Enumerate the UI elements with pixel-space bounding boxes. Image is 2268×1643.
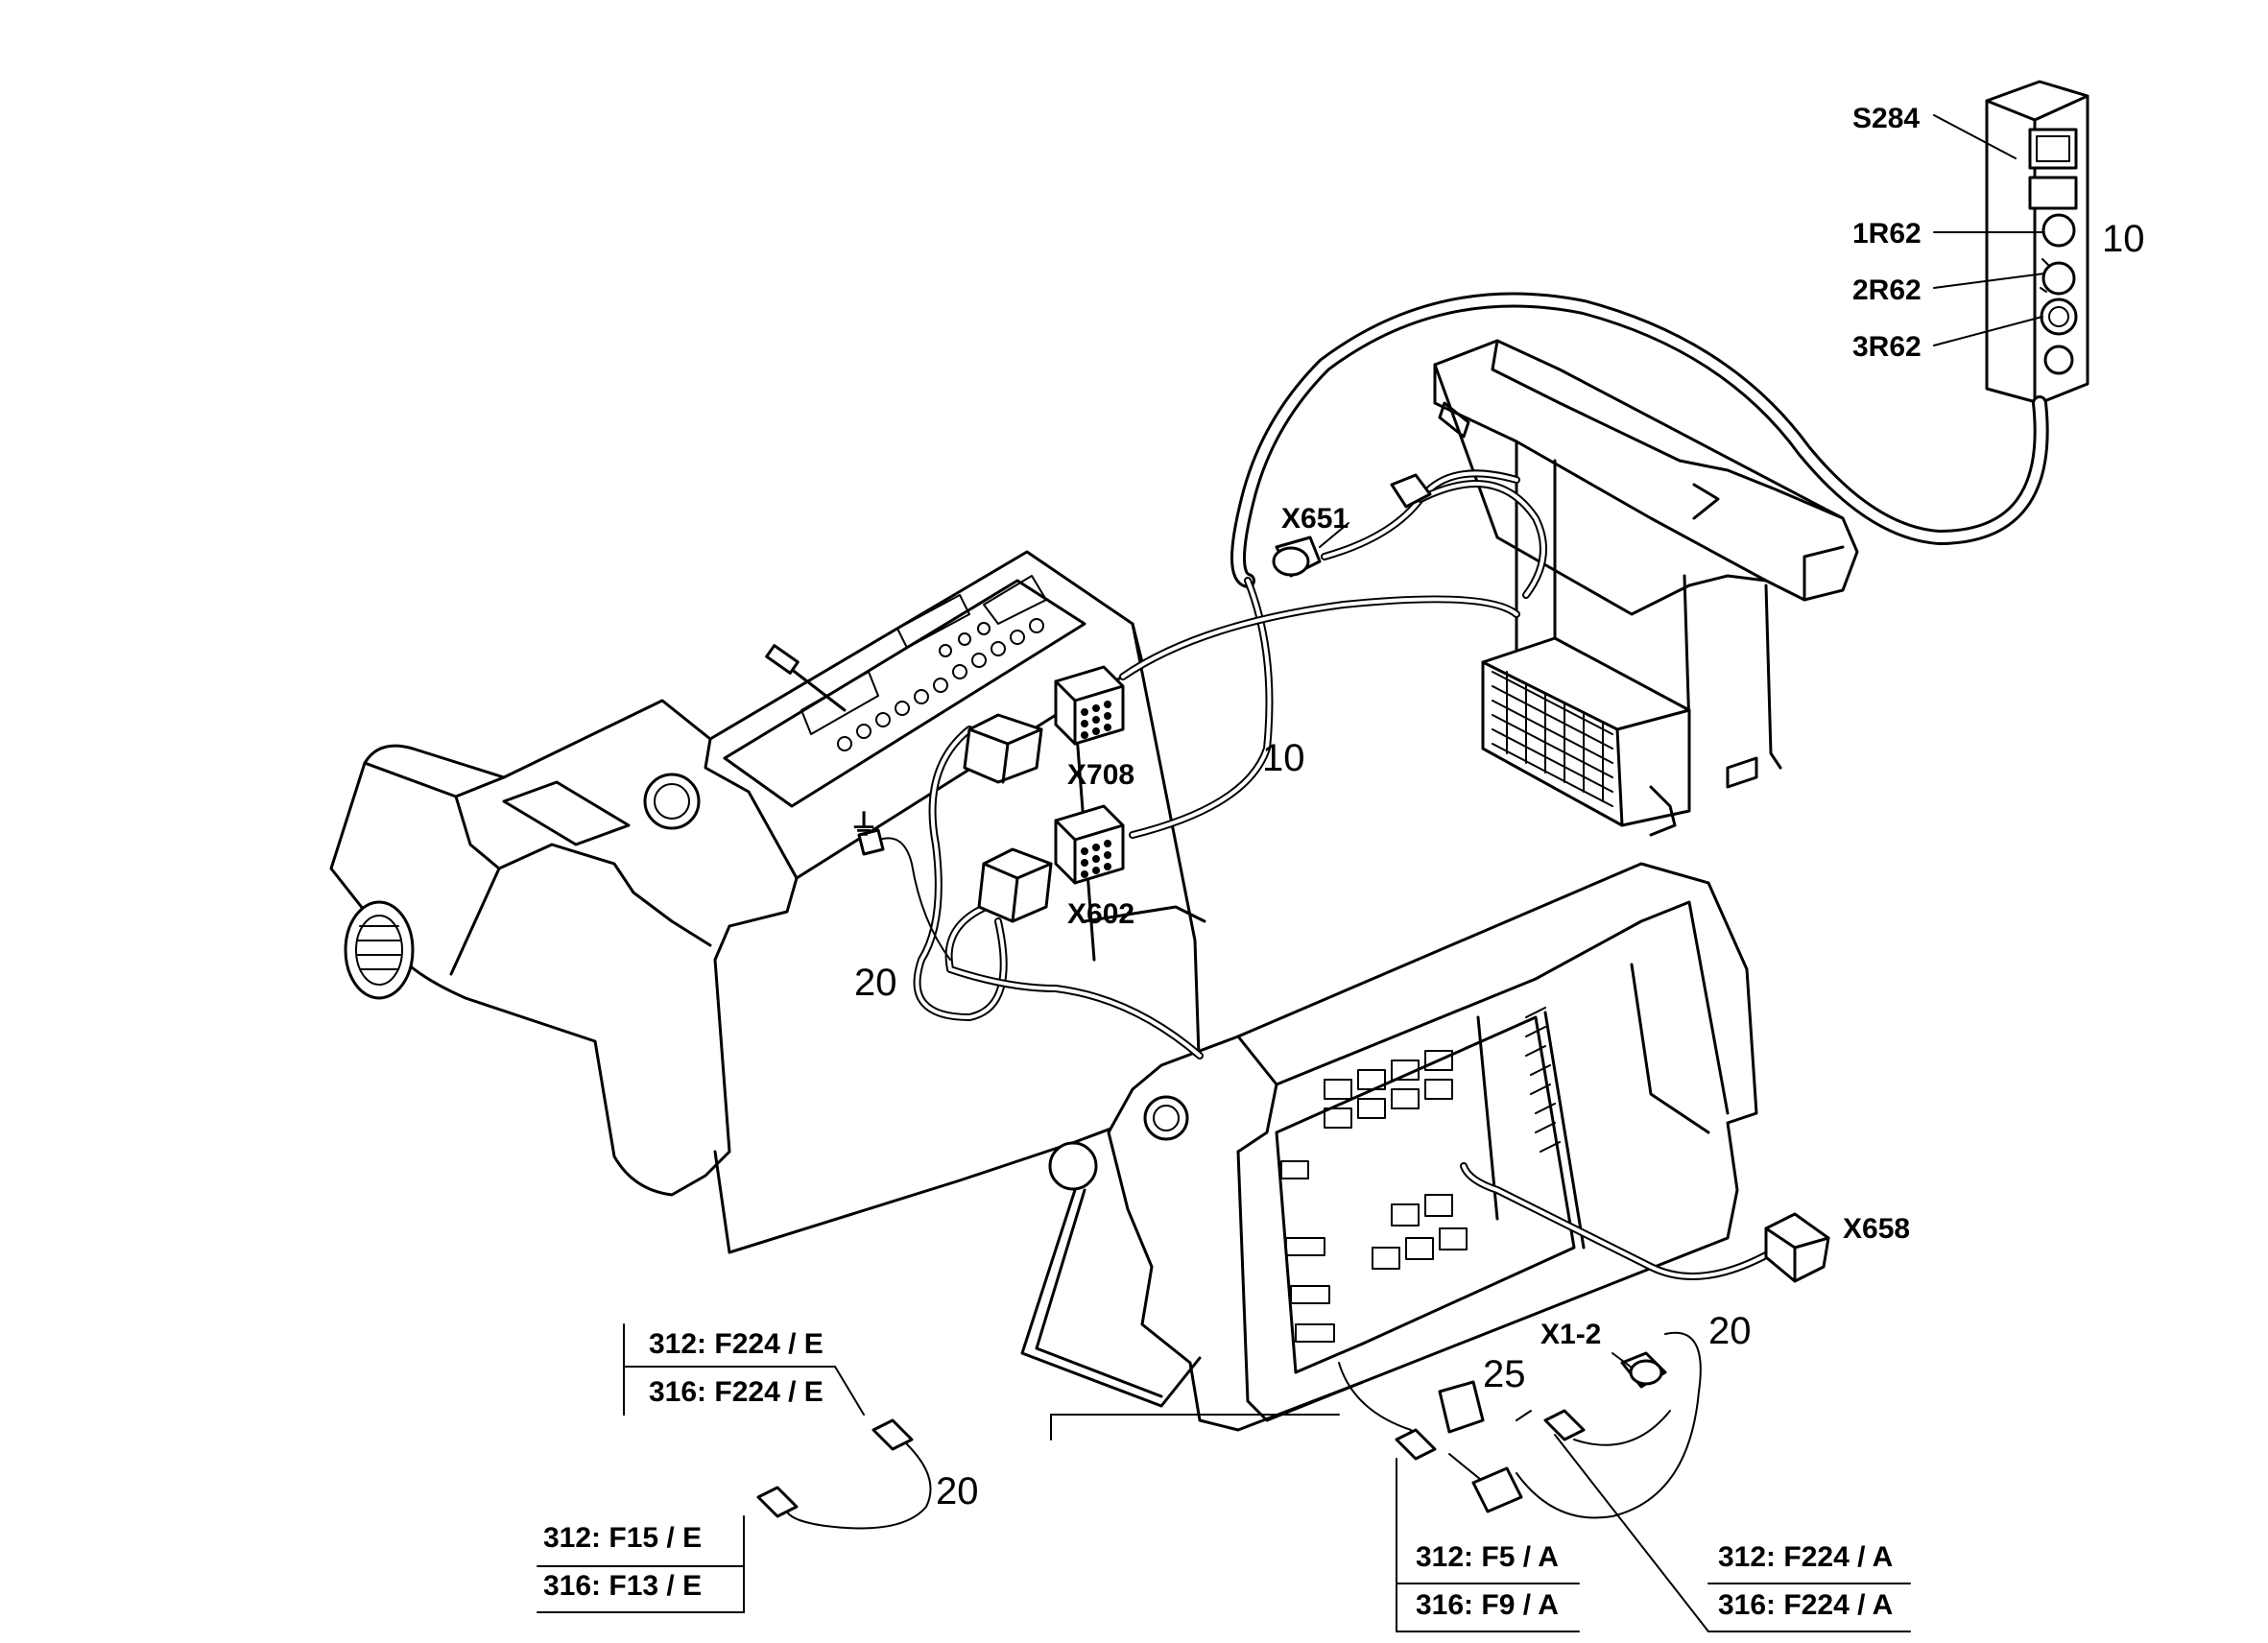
leader-lines: [537, 114, 2045, 1632]
lower-cabinet: [1020, 862, 1758, 1432]
x12-connector: [1620, 1351, 1667, 1389]
table-top-left: 312: F224 / E 316: F224 / E: [623, 1323, 824, 1416]
upper-cabinet: [1433, 339, 1859, 837]
table-top-left-row-2: 316: F224 / E: [649, 1376, 824, 1408]
table-bottom-left-row-2: 316: F13 / E: [543, 1570, 702, 1602]
number-10-mid: 10: [1262, 737, 1305, 779]
table-bottom-mid: 312: F5 / A 316: F9 / A: [1416, 1541, 1559, 1621]
label-3r62: 3R62: [1852, 331, 1922, 363]
table-bottom-left: 312: F15 / E 316: F13 / E: [543, 1522, 702, 1602]
label-1r62: 1R62: [1852, 218, 1922, 250]
dashboard-console: [329, 550, 1206, 1254]
table-bottom-right-row-1: 312: F224 / A: [1718, 1541, 1893, 1573]
number-20-left: 20: [854, 962, 897, 1004]
number-25: 25: [1483, 1353, 1526, 1395]
label-s284: S284: [1852, 103, 1920, 134]
control-box: [1985, 80, 2089, 405]
ground-symbol: ⏚: [849, 810, 878, 842]
label-x602: X602: [1067, 898, 1134, 930]
number-20-bottom: 20: [936, 1470, 979, 1512]
label-2r62: 2R62: [1852, 274, 1922, 306]
x658-connector: [1764, 1212, 1830, 1283]
table-bottom-mid-row-1: 312: F5 / A: [1416, 1541, 1559, 1573]
table-bottom-right-row-2: 316: F224 / A: [1718, 1589, 1893, 1621]
table-top-left-row-1: 312: F224 / E: [649, 1328, 824, 1360]
component-labels: S284 1R62 2R62 3R62 X651 X708 X602 X658 …: [849, 103, 2145, 1512]
label-x651: X651: [1281, 503, 1349, 535]
x708-connector: [1054, 665, 1125, 746]
table-bottom-mid-row-2: 316: F9 / A: [1416, 1589, 1559, 1621]
reference-tables: 312: F224 / E 316: F224 / E 312: F15 / E…: [543, 1323, 1893, 1621]
label-x658: X658: [1843, 1213, 1910, 1245]
label-x1-2: X1-2: [1540, 1319, 1601, 1350]
number-20-right: 20: [1708, 1310, 1752, 1352]
cables: [786, 292, 2049, 1530]
number-10-top: 10: [2102, 218, 2145, 260]
table-bottom-left-row-1: 312: F15 / E: [543, 1522, 702, 1554]
x651-connector: [1272, 536, 1322, 578]
table-bottom-right: 312: F224 / A 316: F224 / A: [1718, 1541, 1893, 1621]
connectors: [756, 473, 1830, 1518]
label-x708: X708: [1067, 759, 1134, 791]
x602-connector: [1054, 804, 1125, 885]
